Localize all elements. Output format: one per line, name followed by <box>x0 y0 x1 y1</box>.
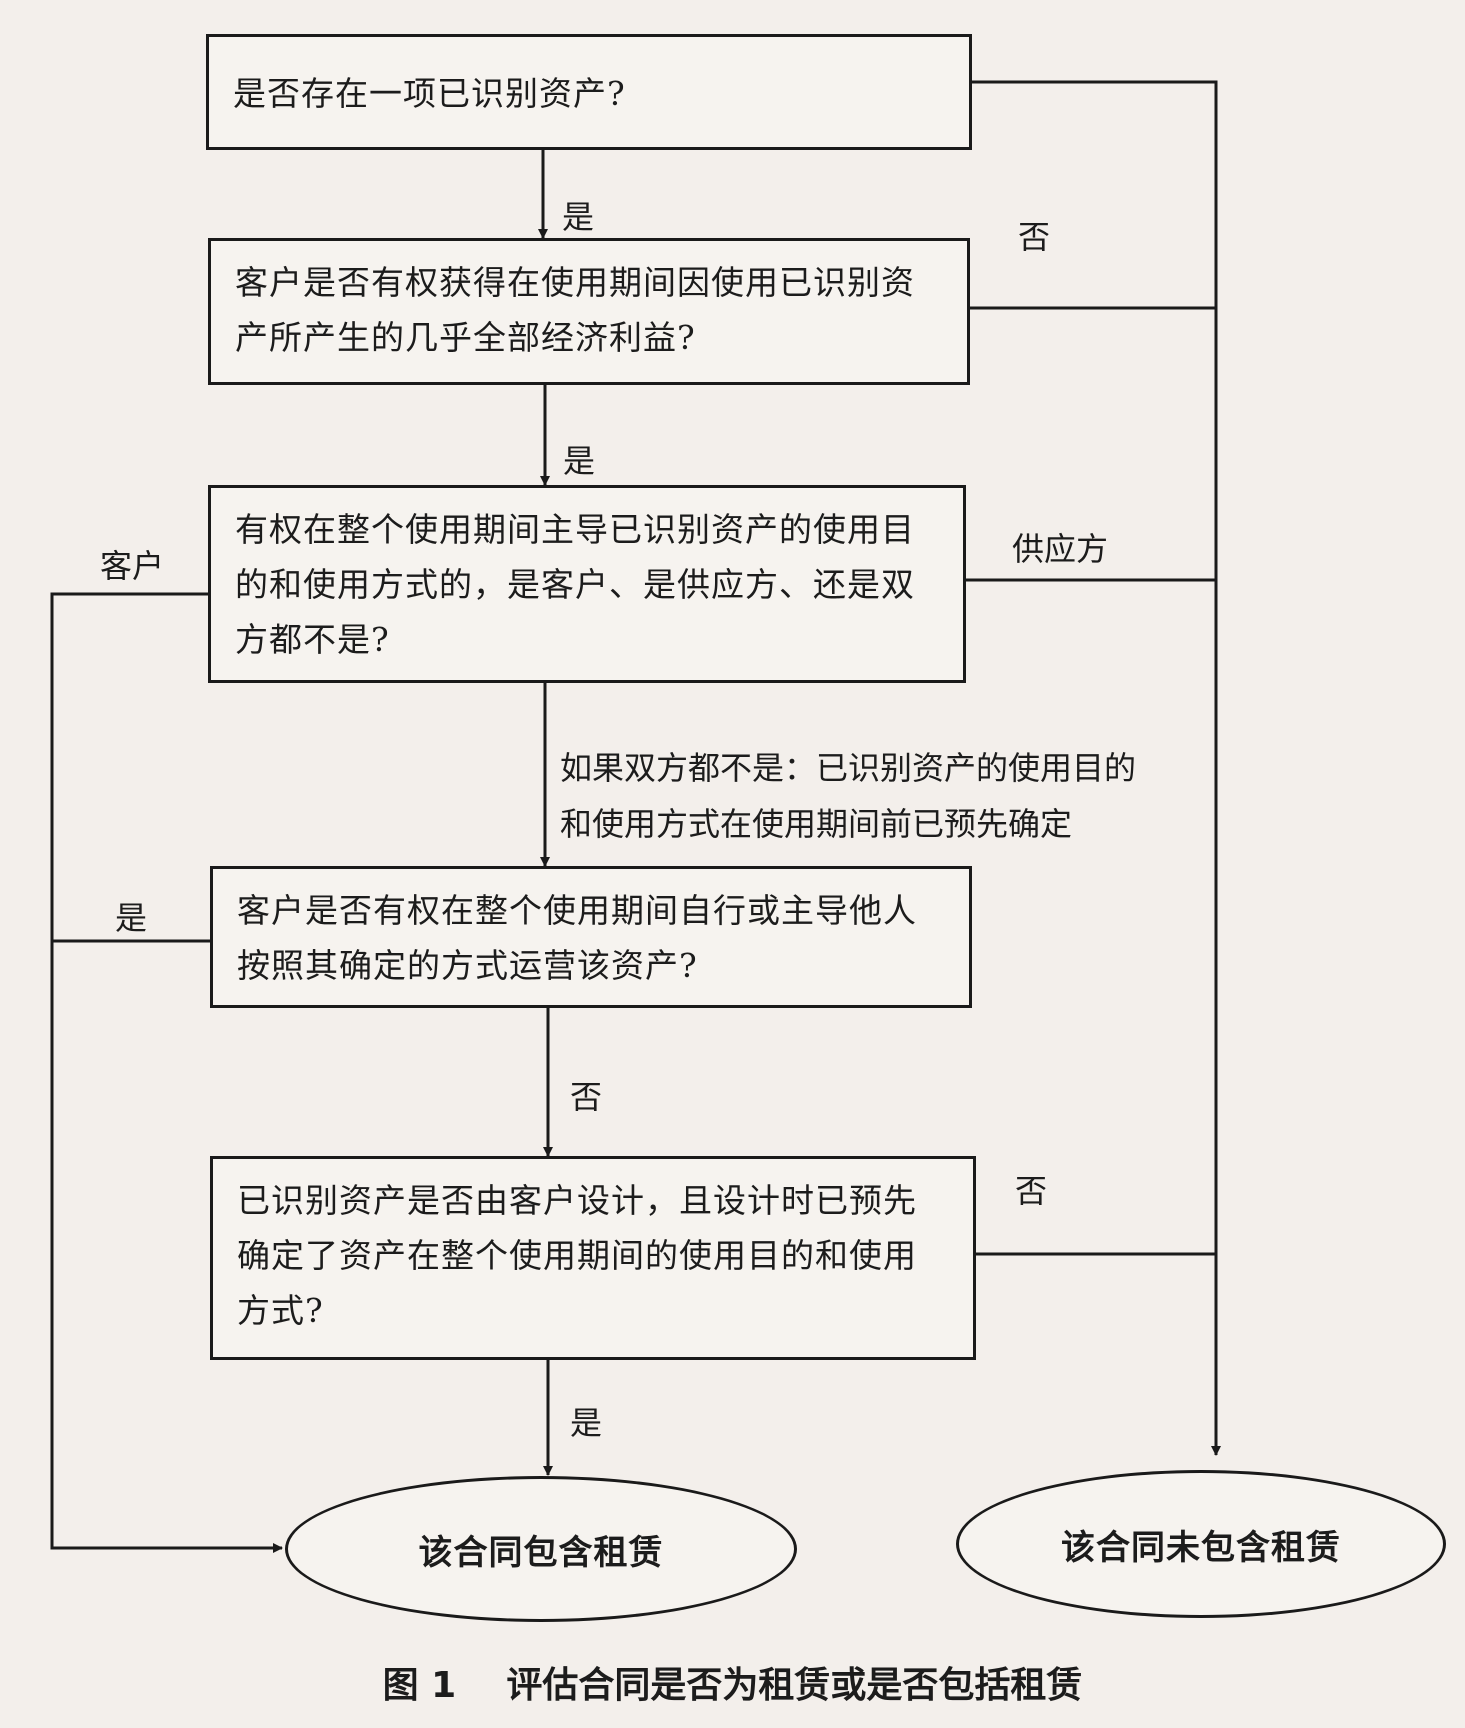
result-contains-lease: 该合同包含租赁 <box>285 1476 797 1622</box>
label-neither: 如果双方都不是：已识别资产的使用目的和使用方式在使用期间前已预先确定 <box>560 749 1137 843</box>
question-direct-use: 有权在整个使用期间主导已识别资产的使用目的和使用方式的，是客户、是供应方、还是双… <box>208 485 966 683</box>
result-no-lease: 该合同未包含租赁 <box>956 1470 1446 1618</box>
question-economic-benefits: 客户是否有权获得在使用期间因使用已识别资产所产生的几乎全部经济利益? <box>208 238 970 385</box>
label-q2-yes: 是 <box>563 442 596 480</box>
line-q3-customer <box>50 592 283 1553</box>
question-operate-asset: 客户是否有权在整个使用期间自行或主导他人按照其确定的方式运营该资产? <box>210 866 972 1008</box>
label-q4-yes: 是 <box>115 899 148 937</box>
label-supplier: 供应方 <box>1012 530 1109 568</box>
label-q1-yes: 是 <box>562 198 595 236</box>
line-q1-no <box>972 80 1221 1456</box>
figure-caption: 图 1 评估合同是否为租赁或是否包括租赁 <box>382 1665 1083 1706</box>
label-q5-yes: 是 <box>570 1404 603 1442</box>
label-q4-no: 否 <box>570 1078 603 1116</box>
label-customer: 客户 <box>100 547 165 585</box>
question-identified-asset: 是否存在一项已识别资产? <box>206 34 972 150</box>
label-right-no: 否 <box>1018 218 1051 256</box>
label-q5-no: 否 <box>1015 1172 1048 1210</box>
question-asset-designed: 已识别资产是否由客户设计，且设计时已预先确定了资产在整个使用期间的使用目的和使用… <box>210 1156 976 1360</box>
